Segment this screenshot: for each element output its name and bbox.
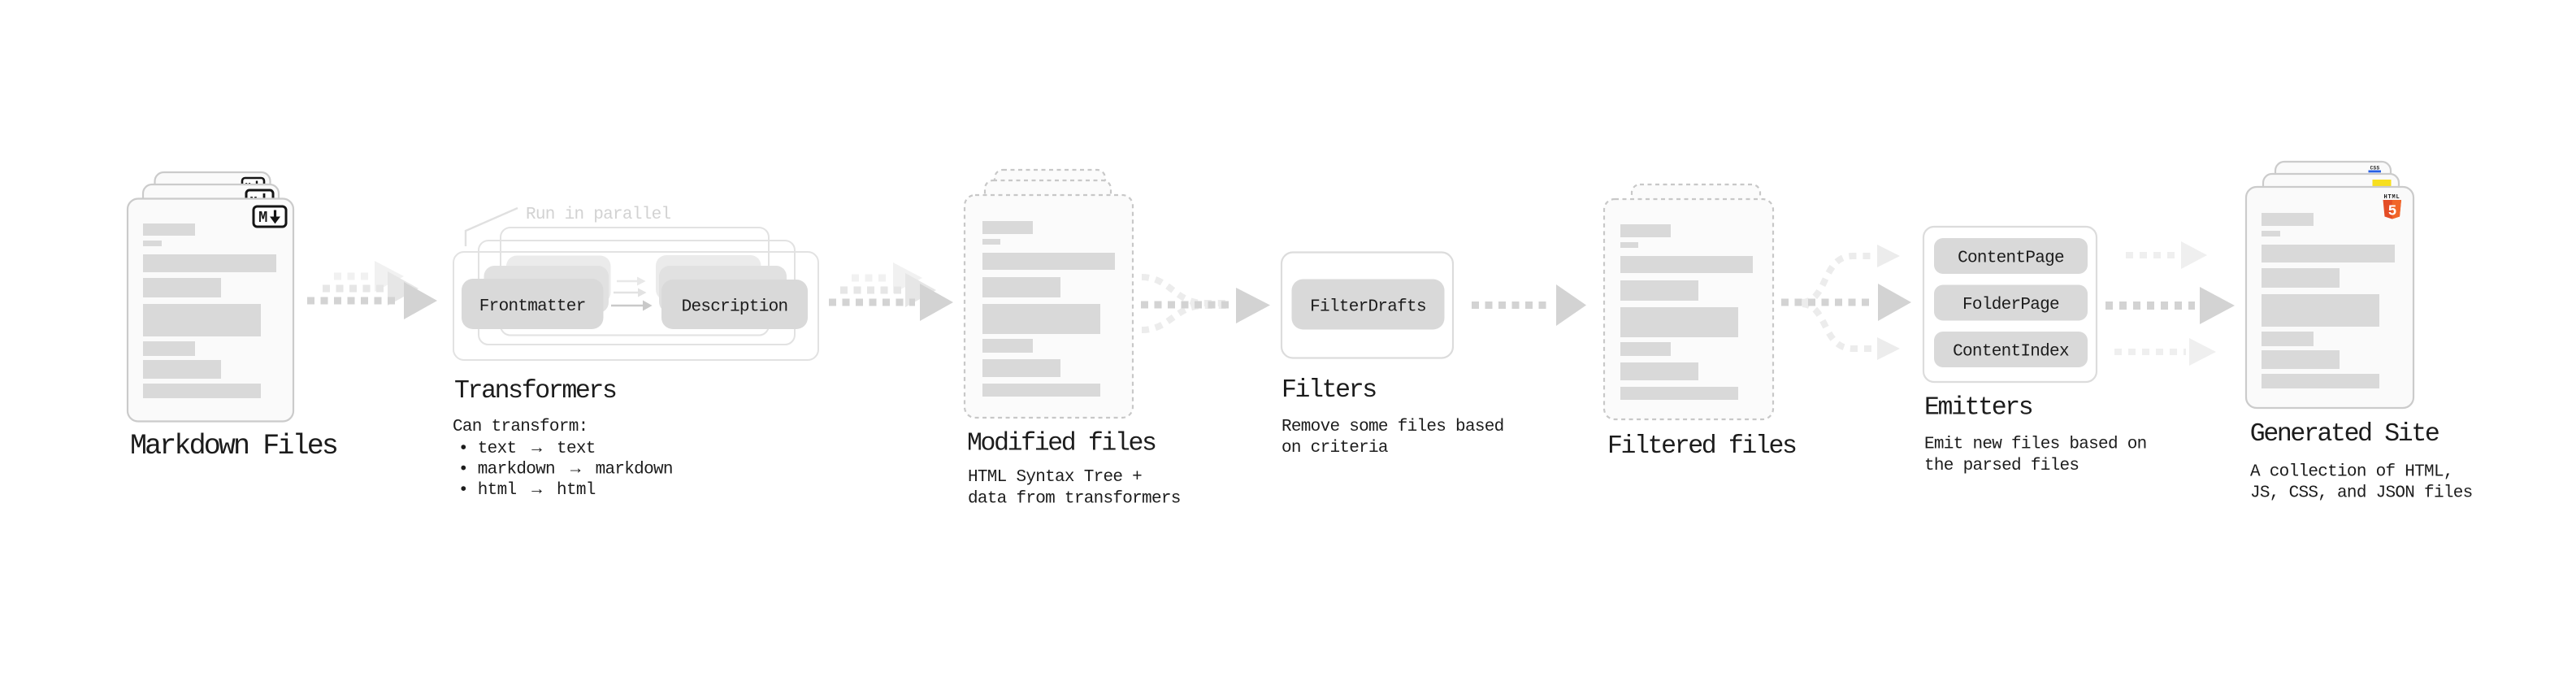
svg-text:Filters: Filters bbox=[1281, 376, 1376, 405]
svg-text:Emitters: Emitters bbox=[1924, 394, 2032, 423]
svg-text:M: M bbox=[258, 209, 267, 227]
svg-text:Generated Site: Generated Site bbox=[2250, 420, 2439, 449]
svg-text:Description: Description bbox=[682, 298, 788, 317]
svg-text:JS, CSS, and JSON files: JS, CSS, and JSON files bbox=[2250, 484, 2473, 503]
svg-text:data from transformers: data from transformers bbox=[968, 490, 1181, 509]
svg-text:the parsed files: the parsed files bbox=[1924, 457, 2079, 475]
svg-text:Filtered files: Filtered files bbox=[1607, 432, 1796, 461]
svg-text:CSS: CSS bbox=[2370, 166, 2380, 171]
svg-text:Frontmatter: Frontmatter bbox=[479, 297, 586, 316]
svg-text:ContentIndex: ContentIndex bbox=[1953, 343, 2069, 362]
svg-text:Remove some files based: Remove some files based bbox=[1281, 418, 1504, 436]
svg-text:Modified files: Modified files bbox=[967, 430, 1156, 458]
svg-text:ContentPage: ContentPage bbox=[1958, 249, 2064, 268]
svg-text:on criteria: on criteria bbox=[1281, 439, 1388, 458]
svg-text:FilterDrafts: FilterDrafts bbox=[1310, 298, 1426, 317]
svg-text:Transformers: Transformers bbox=[454, 377, 616, 406]
svg-text:HTML Syntax Tree +: HTML Syntax Tree + bbox=[968, 468, 1142, 487]
svg-text:• html → html: • html → html bbox=[458, 481, 596, 500]
svg-text:Run in parallel: Run in parallel bbox=[526, 206, 670, 224]
svg-text:5: 5 bbox=[2388, 204, 2397, 220]
svg-text:FolderPage: FolderPage bbox=[1962, 296, 2059, 314]
svg-text:A collection of HTML,: A collection of HTML, bbox=[2250, 463, 2453, 482]
svg-text:Markdown Files: Markdown Files bbox=[130, 430, 337, 462]
svg-text:Emit new files based on: Emit new files based on bbox=[1924, 436, 2147, 454]
svg-text:Can transform:: Can transform: bbox=[453, 418, 588, 436]
svg-text:• text → text: • text → text bbox=[458, 440, 596, 458]
svg-text:HTML: HTML bbox=[2383, 194, 2400, 201]
svg-text:• markdown → markdown: • markdown → markdown bbox=[458, 461, 673, 479]
